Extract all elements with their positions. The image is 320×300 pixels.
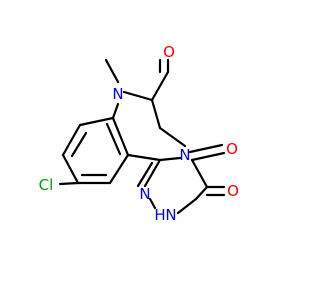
bond — [58, 181, 80, 186]
bond — [108, 153, 130, 185]
bond — [136, 161, 154, 188]
bond — [126, 153, 162, 162]
bond — [70, 131, 88, 158]
bond — [61, 153, 80, 185]
bond — [190, 158, 209, 189]
bond-layer — [58, 58, 226, 215]
nitrogen-atom-label: N — [139, 185, 150, 203]
nitrogen-atom-label: N — [165, 206, 176, 224]
bond — [176, 197, 198, 215]
hydrogen-atom-label: H — [154, 206, 165, 224]
nitrogen-atom-label: N — [179, 146, 190, 164]
bond — [150, 70, 170, 102]
atom-label-layer: O N N O Cl N N H O — [39, 43, 239, 224]
bond — [111, 116, 130, 157]
bond — [158, 126, 187, 148]
chlorine-atom-label: Cl — [39, 176, 54, 194]
bond — [78, 116, 115, 127]
bond — [158, 156, 182, 162]
bond — [150, 98, 162, 130]
bond — [190, 151, 226, 162]
bond — [148, 197, 157, 210]
oxygen-atom-label: O — [227, 182, 239, 200]
bond — [188, 143, 224, 154]
bond — [143, 158, 162, 188]
bond — [104, 58, 120, 84]
bond — [111, 102, 120, 120]
oxygen-atom-label: O — [163, 43, 175, 61]
bond — [61, 123, 82, 157]
nitrogen-atom-label: N — [112, 85, 123, 103]
molecule-structure: O N N O Cl N N H O — [39, 43, 239, 224]
oxygen-atom-label: O — [226, 140, 238, 158]
bond — [194, 185, 209, 201]
bond — [105, 122, 122, 156]
bond — [122, 90, 154, 102]
molecule-drawing: O N N O Cl N N H O — [39, 43, 239, 224]
